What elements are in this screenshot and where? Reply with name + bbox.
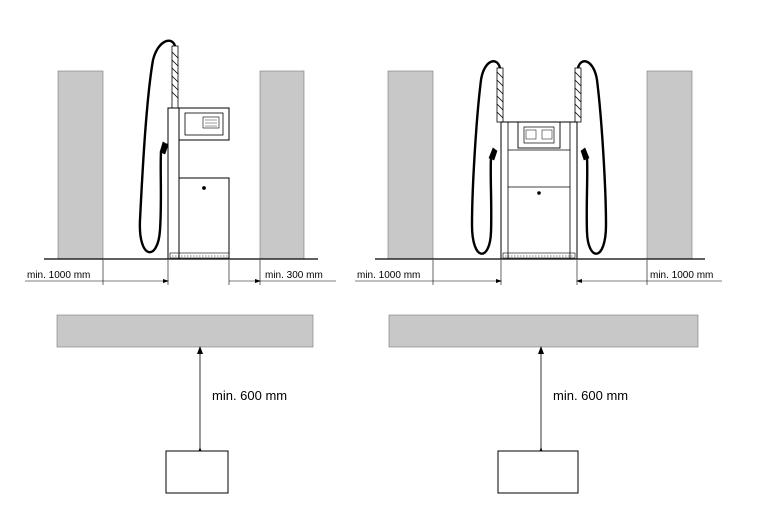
- right-wall: [259, 70, 305, 260]
- front-obstacle: [388, 314, 699, 348]
- left-clearance-right-label: min. 300 mm: [265, 270, 323, 281]
- dispenser-plan-box: [497, 450, 579, 494]
- right-panel: min. 1000 mm min. 1000 mm min. 600 mm: [355, 60, 722, 494]
- right-clearance-left-label: min. 1000 mm: [357, 270, 420, 281]
- right-clearance-right-label: min. 1000 mm: [650, 270, 713, 281]
- left-wall: [387, 70, 434, 260]
- left-panel: min. 1000 mm min. 300 mm min. 600 mm: [25, 39, 336, 494]
- right-clearance-front-label: min. 600 mm: [553, 388, 628, 403]
- left-clearance-front-label: min. 600 mm: [212, 388, 287, 403]
- left-clearance-left-label: min. 1000 mm: [27, 270, 90, 281]
- dispenser-plan-box: [165, 450, 229, 494]
- right-dimension-lines: [355, 260, 722, 285]
- front-obstacle: [56, 314, 314, 348]
- right-wall: [646, 70, 693, 260]
- left-wall: [57, 70, 104, 260]
- left-dimension-lines: [25, 260, 336, 285]
- single-sided-dispenser: [138, 39, 230, 260]
- double-sided-dispenser: [470, 60, 608, 260]
